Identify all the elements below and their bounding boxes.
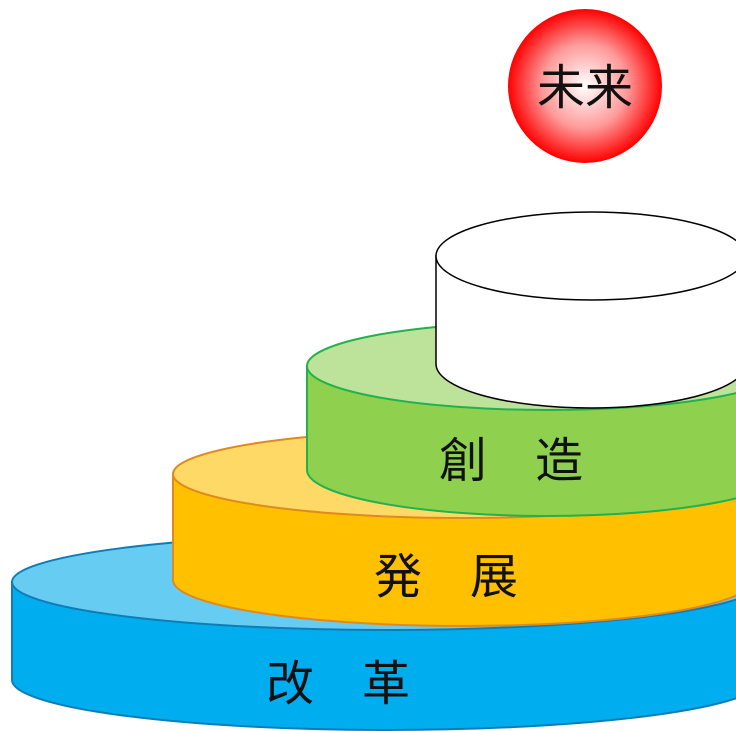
tier-label-kaikaku: 改 革 [266, 656, 410, 712]
future-label: 未来 [537, 60, 633, 116]
future-circle [508, 9, 662, 163]
tier-label-hatten: 発 展 [374, 549, 518, 605]
tier-blank [435, 211, 736, 409]
tier-label-souzou: 創 造 [439, 433, 583, 489]
future-sphere: 未来 [508, 9, 662, 163]
tier-blank-top [435, 211, 736, 301]
